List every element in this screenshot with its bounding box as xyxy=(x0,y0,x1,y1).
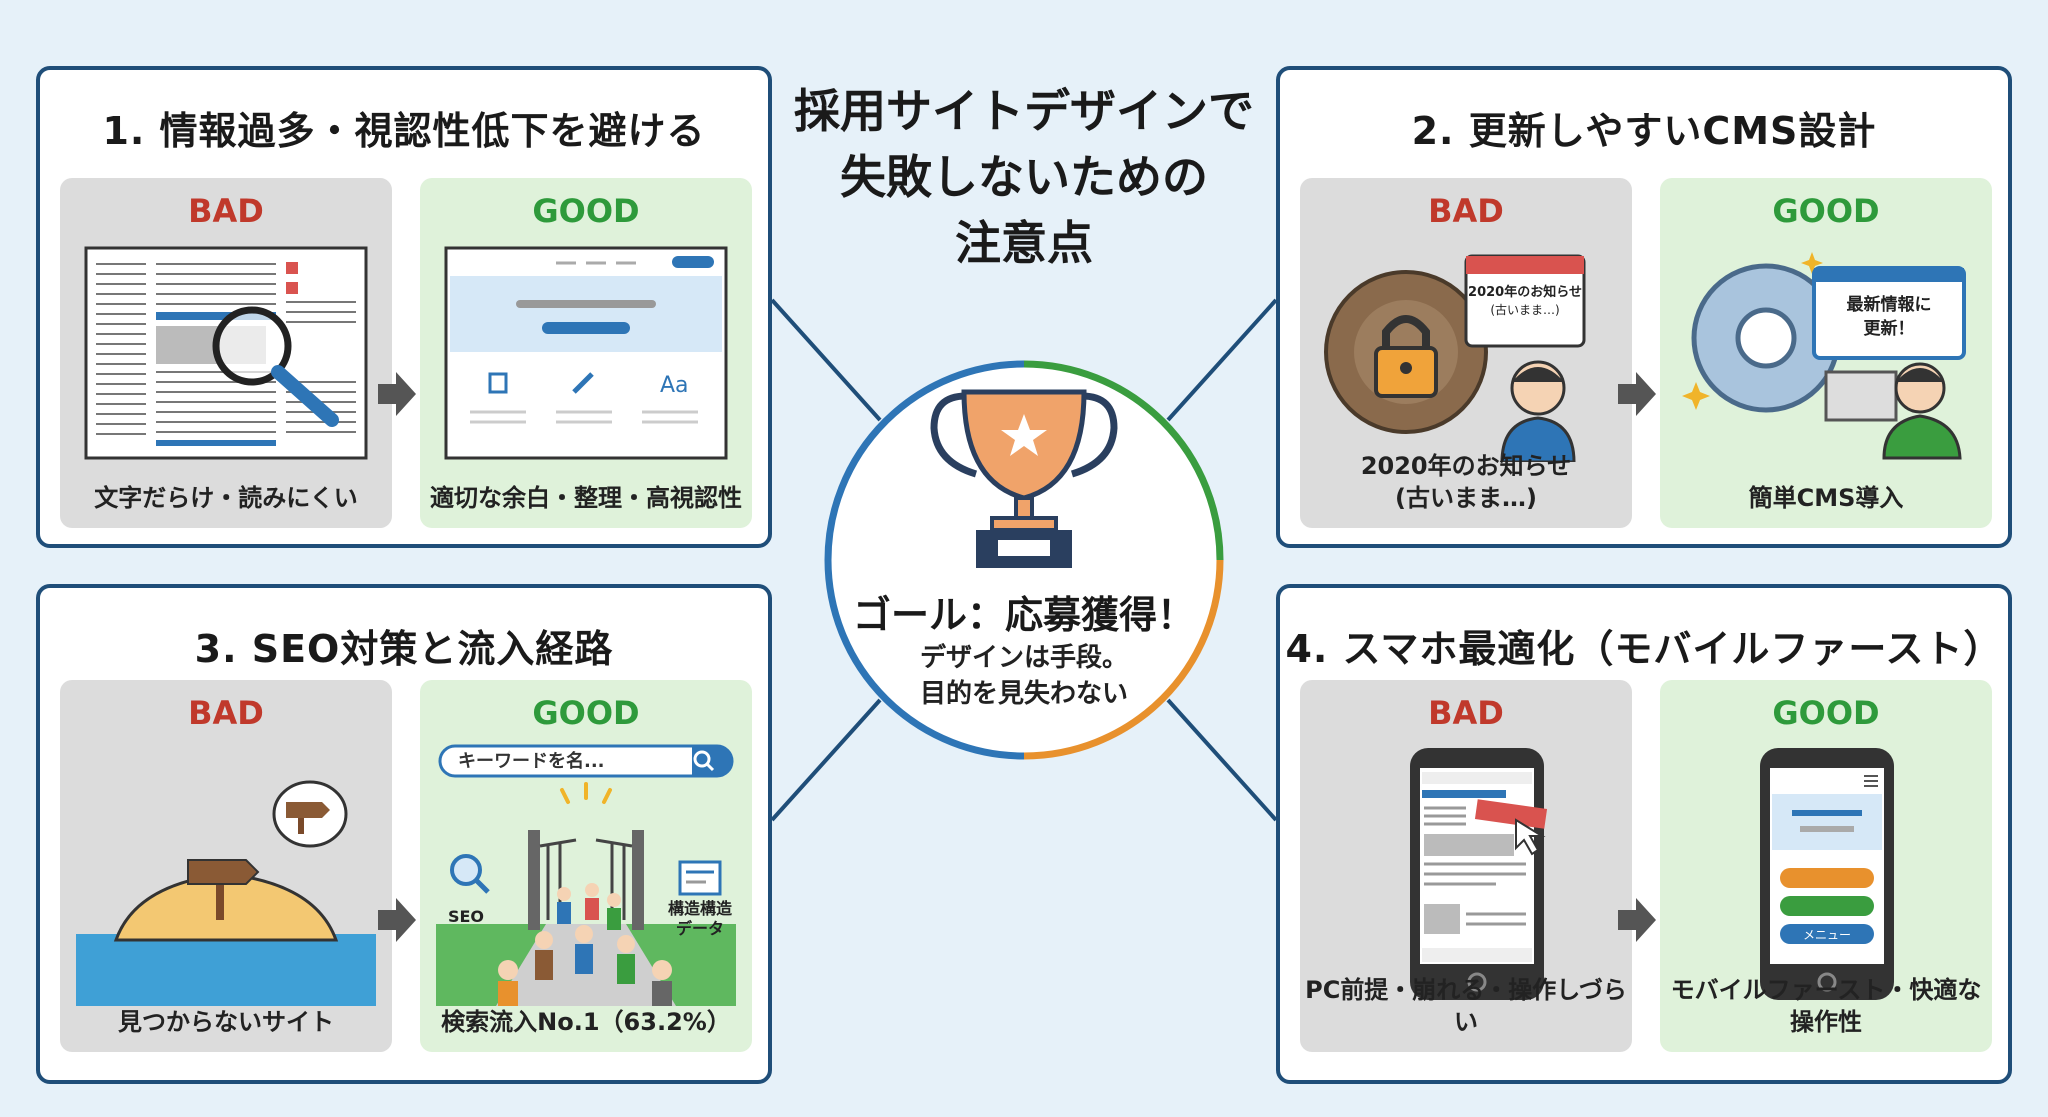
card-mobile-first: 4. スマホ最適化（モバイルファースト） BAD PC前提・崩れ xyxy=(1276,584,2012,1084)
good-caption: 検索流入No.1（63.2%） xyxy=(441,1008,731,1036)
menu-button[interactable] xyxy=(1780,924,1874,944)
goal-subtitle: デザインは手段。 目的を見失わない xyxy=(816,640,1232,712)
arrow-right-icon xyxy=(1618,372,1656,416)
bad-panel: BAD PC前提・崩れる・操作しづらい xyxy=(1300,680,1632,1052)
cms-update-illustration: 最新情報に 更新！ xyxy=(1682,252,1966,460)
bad-caption: PC前提・崩れる・操作しづらい xyxy=(1305,976,1627,1036)
goal-title: ゴール：応募獲得！ xyxy=(852,593,1195,637)
good-label: GOOD xyxy=(1772,694,1880,732)
cursor-icon xyxy=(1515,818,1546,856)
lock-icon xyxy=(1374,315,1438,398)
card-information-overload: 1. 情報過多・視認性低下を避ける BAD xyxy=(36,66,772,548)
pencil-icon xyxy=(572,372,594,394)
screen-line-2: 更新！ xyxy=(1864,318,1915,339)
bad-label: BAD xyxy=(188,694,264,732)
bad-panel: BAD xyxy=(60,178,392,528)
goal-sub-line-2: 目的を見失わない xyxy=(919,679,1128,709)
happy-person-icon xyxy=(1824,362,1962,460)
card-seo: 3. SEO対策と流入経路 BAD 見つからないサイト GOOD キーワードを名… xyxy=(36,584,772,1084)
deserted-island-illustration xyxy=(76,780,376,1006)
struct-line-1: 構造構造 xyxy=(668,899,733,918)
title-line-1: 採用サイトデザインで xyxy=(794,84,1254,138)
magnifier-icon xyxy=(212,306,339,427)
magnifier-icon xyxy=(450,854,490,894)
card-title: 4. スマホ最適化（モバイルファースト） xyxy=(1285,627,2003,671)
calendar-line-2: (古いまま…) xyxy=(1490,302,1559,317)
goal-circle xyxy=(824,360,1224,760)
menu-button-label: メニュー xyxy=(1803,928,1851,942)
good-panel: GOOD メニュー モバイルファースト・快適な操作性 xyxy=(1660,680,1992,1052)
calendar-icon: 2020年のお知らせ (古いまま…) xyxy=(1464,254,1586,348)
arrow-right-icon xyxy=(378,372,416,416)
monitor-icon: 最新情報に 更新！ xyxy=(1812,266,1966,360)
bad-caption-line-1: 2020年のお知らせ xyxy=(1360,452,1572,480)
bad-caption: 文字だらけ・読みにくい xyxy=(94,484,358,512)
bad-caption-line-2: (古いまま…) xyxy=(1395,484,1537,512)
broken-mobile-illustration xyxy=(1410,748,1548,1000)
arrow-right-icon xyxy=(378,898,416,942)
good-label: GOOD xyxy=(532,192,640,230)
arrow-right-icon xyxy=(1618,898,1656,942)
goal-sub-line-1: デザインは手段。 xyxy=(919,643,1128,673)
title-line-2: 失敗しないための xyxy=(840,150,1208,204)
crowd-entering-illustration: キーワードを名... xyxy=(436,744,736,1006)
document-icon xyxy=(488,372,508,394)
bad-panel: BAD 2020年のお知らせ (古いまま…) xyxy=(1300,178,1632,528)
good-panel: GOOD キーワードを名... xyxy=(420,680,752,1052)
worried-person-icon xyxy=(1500,360,1576,462)
card-title: 3. SEO対策と流入経路 xyxy=(194,627,614,671)
good-label: GOOD xyxy=(1772,192,1880,230)
optimized-mobile-illustration: メニュー xyxy=(1760,748,1894,1000)
seo-label: SEO xyxy=(448,907,484,926)
good-caption: 簡単CMS導入 xyxy=(1748,484,1904,512)
card-cms-design: 2. 更新しやすいCMS設計 BAD 2020年のお知らせ (古いまま…) xyxy=(1276,66,2012,548)
card-title: 2. 更新しやすいCMS設計 xyxy=(1411,109,1877,153)
search-placeholder: キーワードを名... xyxy=(458,750,605,772)
bad-caption: 2020年のお知らせ (古いまま…) xyxy=(1300,450,1632,514)
calendar-line-1: 2020年のお知らせ xyxy=(1468,284,1582,300)
good-caption: 適切な余白・整理・高視認性 xyxy=(430,484,742,512)
good-caption: モバイルファースト・快適な操作性 xyxy=(1670,976,1982,1036)
screen-line-1: 最新情報に xyxy=(1847,294,1932,315)
search-bar[interactable]: キーワードを名... xyxy=(438,744,734,778)
cluttered-page-illustration xyxy=(84,246,368,460)
card-title: 1. 情報過多・視認性低下を避ける xyxy=(102,109,706,153)
search-icon xyxy=(693,750,715,772)
trophy-icon xyxy=(930,389,1118,568)
signpost-icon xyxy=(187,859,260,920)
bad-panel: BAD 見つからないサイト xyxy=(60,680,392,1052)
structured-data-icon xyxy=(678,860,722,896)
font-icon: Aa xyxy=(660,373,689,398)
speech-bubble-icon xyxy=(272,780,348,848)
clean-page-illustration: Aa xyxy=(444,246,728,460)
hamburger-menu-icon xyxy=(1864,775,1878,787)
rusty-gear-illustration: 2020年のお知らせ (古いまま…) xyxy=(1324,254,1586,462)
sparkle-icon xyxy=(1682,252,1823,410)
good-label: GOOD xyxy=(532,694,640,732)
struct-line-2: データ xyxy=(676,919,724,938)
page-title: 採用サイトデザインで 失敗しないための 注意点 xyxy=(780,78,1268,276)
good-panel: GOOD 最新情報に 更新！ 簡単CMS導入 xyxy=(1660,178,1992,528)
bad-label: BAD xyxy=(188,192,264,230)
bad-label: BAD xyxy=(1428,192,1504,230)
bad-caption: 見つからないサイト xyxy=(118,1008,334,1036)
people-crowd-icon xyxy=(498,883,672,1006)
bad-label: BAD xyxy=(1428,694,1504,732)
good-panel: GOOD Aa 適切な余白・整理・高視認性 xyxy=(420,178,752,528)
title-line-3: 注意点 xyxy=(955,216,1093,270)
